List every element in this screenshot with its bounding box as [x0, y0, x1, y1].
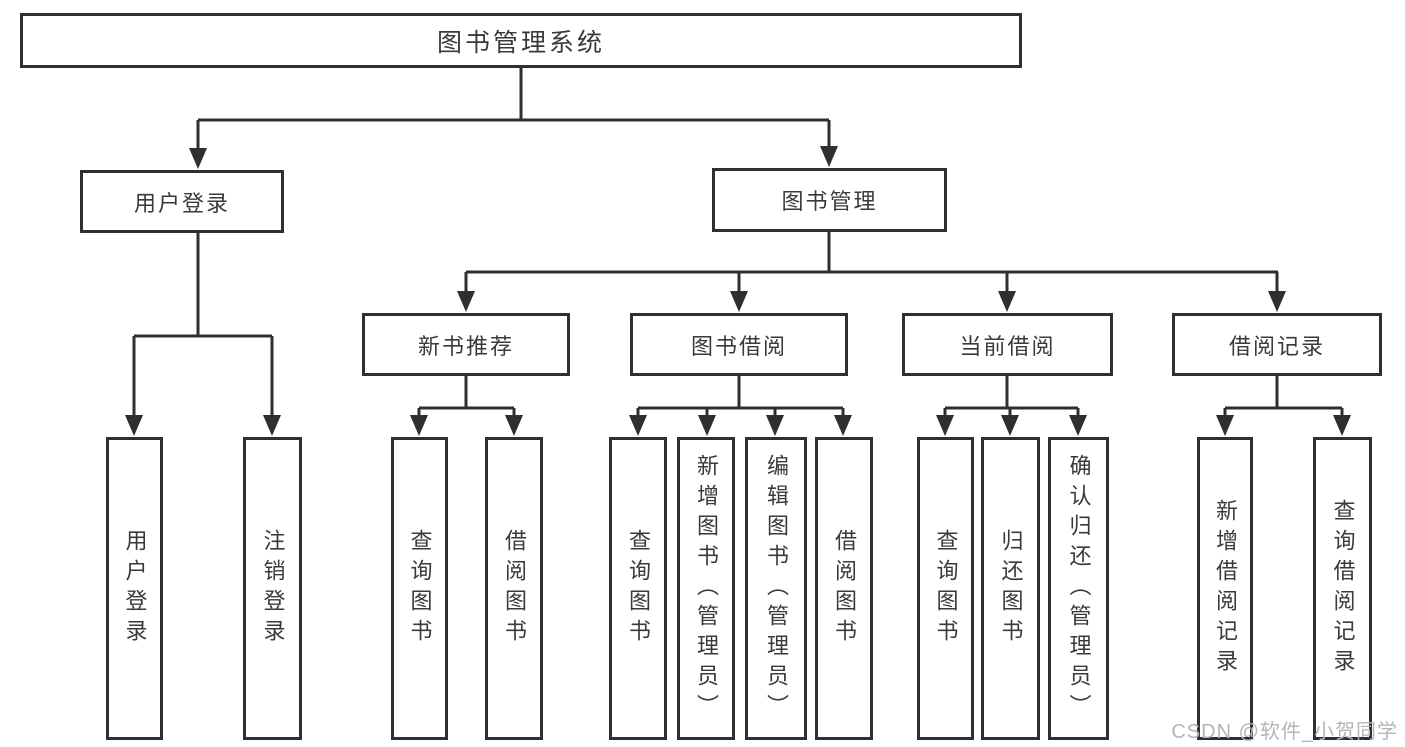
node-cb-return-books: 归还图书 [981, 437, 1040, 740]
watermark-text: CSDN @软件_小贺同学 [1171, 721, 1398, 743]
node-label: 查询图书 [933, 528, 959, 649]
node-nb-query-books: 查询图书 [391, 437, 448, 740]
node-user-login-group: 用户登录 [80, 170, 284, 233]
node-label: 新增借阅记录 [1213, 498, 1238, 679]
node-library-management-system: 图书管理系统 [20, 13, 1022, 68]
node-bb-edit-books-admin: 编辑图书（管理员） [745, 437, 807, 740]
node-label: 查询图书 [626, 528, 651, 649]
node-label: 编辑图书（管理员） [764, 453, 789, 724]
node-borrow-records: 借阅记录 [1172, 313, 1382, 376]
node-current-borrowing: 当前借阅 [902, 313, 1113, 376]
node-label: 借阅图书 [502, 528, 527, 649]
node-br-add-record: 新增借阅记录 [1197, 437, 1253, 740]
node-book-borrowing: 图书借阅 [630, 313, 848, 376]
node-bb-query-books: 查询图书 [609, 437, 667, 740]
node-label: 用户登录 [122, 528, 148, 649]
node-cb-confirm-return-admin: 确认归还（管理员） [1048, 437, 1109, 740]
node-bb-add-books-admin: 新增图书（管理员） [677, 437, 735, 740]
node-book-management: 图书管理 [712, 168, 947, 232]
node-label: 归还图书 [998, 528, 1024, 649]
node-cb-query-books: 查询图书 [917, 437, 974, 740]
node-logout-action: 注销登录 [243, 437, 302, 740]
node-user-login-action: 用户登录 [106, 437, 163, 740]
node-br-query-record: 查询借阅记录 [1313, 437, 1372, 740]
node-label: 新增图书（管理员） [694, 453, 719, 724]
node-label: 查询图书 [407, 528, 433, 649]
node-nb-borrow-books: 借阅图书 [485, 437, 543, 740]
node-label: 查询借阅记录 [1330, 498, 1356, 679]
node-bb-borrow-books: 借阅图书 [815, 437, 873, 740]
node-label: 借阅图书 [832, 528, 857, 649]
arrowheads [125, 146, 1351, 436]
node-label: 确认归还（管理员） [1066, 453, 1092, 724]
node-new-book-recommend: 新书推荐 [362, 313, 570, 376]
node-label: 注销登录 [260, 528, 286, 649]
